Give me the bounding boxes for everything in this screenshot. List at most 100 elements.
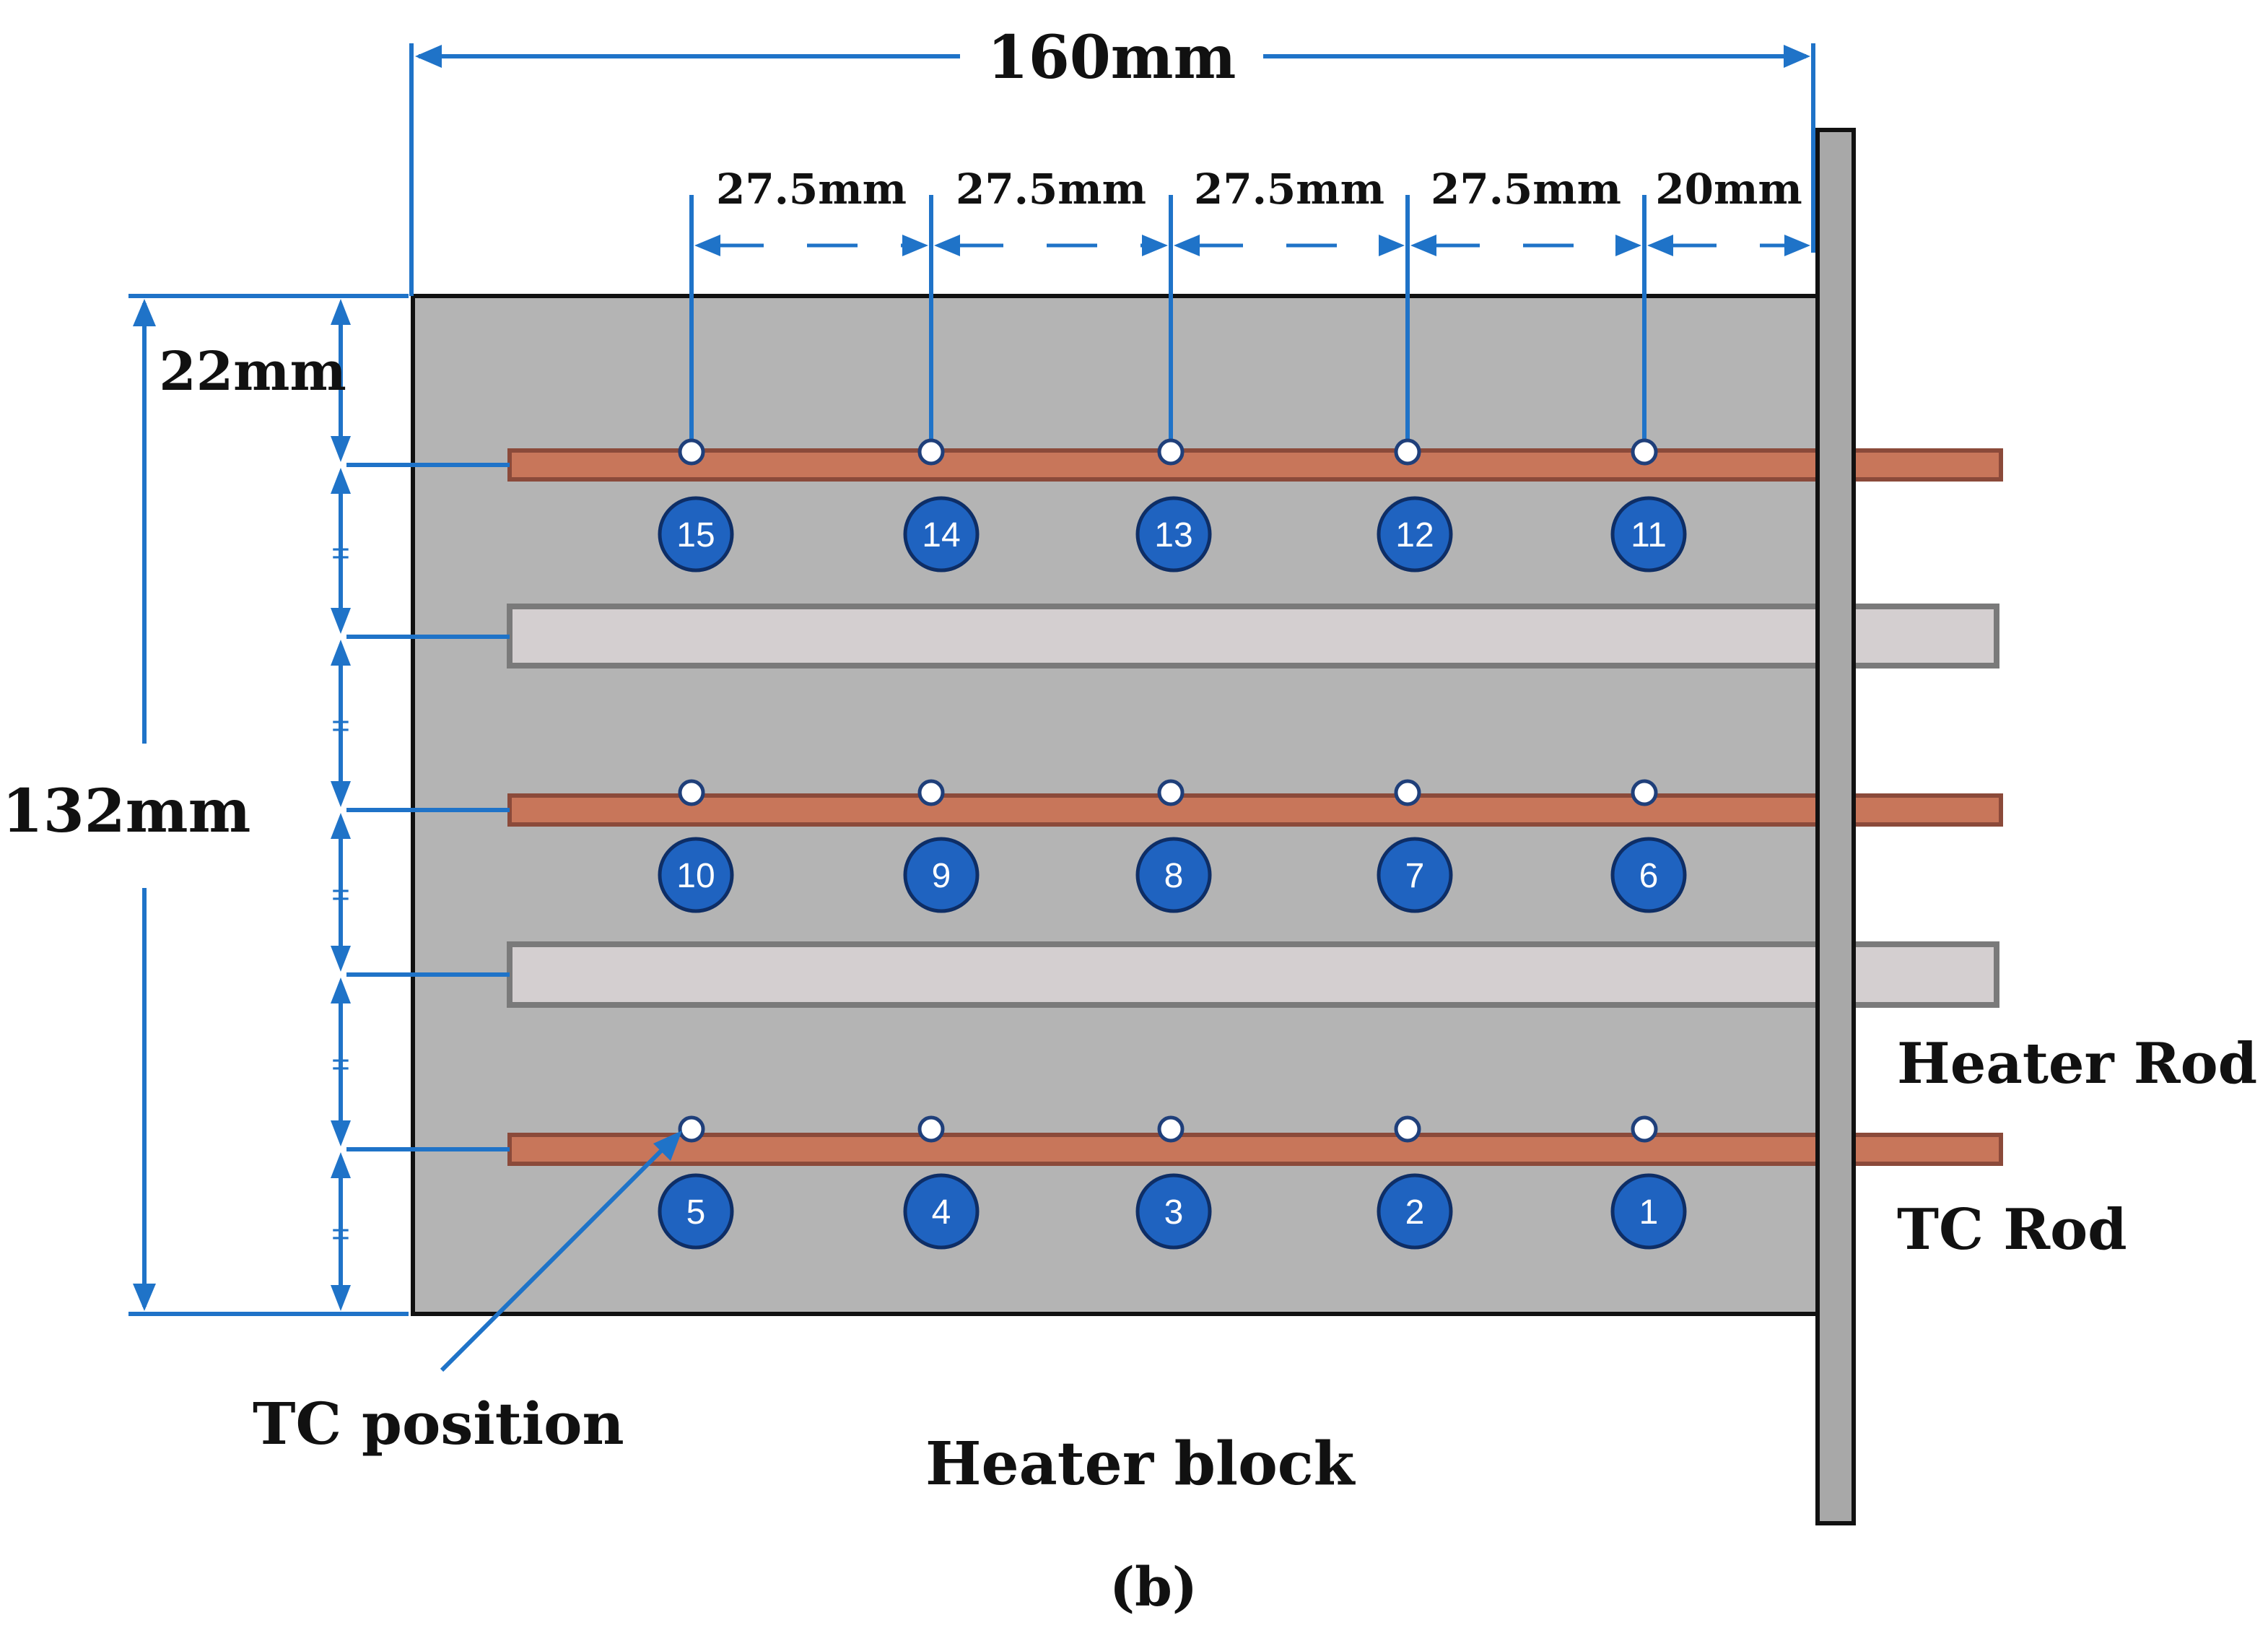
tc-number: 10 xyxy=(676,857,715,895)
tc-badge xyxy=(658,837,734,913)
spacing-arrow-left xyxy=(1174,235,1200,256)
row-spacing-arrow-bottom xyxy=(331,1120,351,1146)
label-heater-block: Heater block xyxy=(925,1429,1356,1499)
spacing-label: 27.5mm xyxy=(956,165,1146,214)
tc-hole xyxy=(678,779,705,806)
row-spacing-arrow-top xyxy=(331,468,351,494)
row-spacing-arrow-bottom xyxy=(331,781,351,807)
spacing-arrow-left xyxy=(934,235,960,256)
tc-marker: 10 xyxy=(658,779,734,913)
tc-marker: 13 xyxy=(1135,438,1212,572)
label-tc-position: TC position xyxy=(253,1390,624,1458)
tc-badge xyxy=(658,1173,734,1250)
tc-hole xyxy=(678,438,705,466)
tc-badge xyxy=(1135,1173,1212,1250)
row-spacing-arrow-bottom xyxy=(331,946,351,972)
tc-badge xyxy=(903,1173,980,1250)
tc-hole xyxy=(917,438,945,466)
dimension-spacings: 27.5mm 27.5mm 27.5mm 27.5mm 20mm xyxy=(694,165,1810,256)
spacing-dimension: 27.5mm xyxy=(1174,165,1405,256)
tc-position-arrow xyxy=(440,1131,682,1372)
row-spacing-arrow-top xyxy=(331,813,351,839)
equal-mark: = xyxy=(331,1047,350,1082)
tc-badge xyxy=(903,496,980,572)
tc-rod-middle xyxy=(507,793,2003,827)
tc-marker: 12 xyxy=(1377,438,1453,572)
tc-hole xyxy=(917,779,945,806)
tc-hole xyxy=(678,1115,705,1143)
row-spacing-dimension xyxy=(331,299,351,462)
tc-marker: 9 xyxy=(903,779,980,913)
tc-number: 13 xyxy=(1154,516,1192,554)
spacing-arrow-right xyxy=(1142,235,1168,256)
tc-number: 6 xyxy=(1639,857,1659,895)
tc-number: 8 xyxy=(1164,857,1184,895)
spacing-label: 27.5mm xyxy=(1194,165,1384,214)
row-spacing-arrow-bottom xyxy=(331,1285,351,1311)
tc-hole xyxy=(1631,438,1658,466)
spacing-dimension: 27.5mm xyxy=(694,165,928,256)
tc-hole xyxy=(1631,1115,1658,1143)
spacing-dimension: 27.5mm xyxy=(1410,165,1641,256)
row-spacing-dimension: = xyxy=(331,977,351,1146)
label-top-offset: 22mm xyxy=(159,341,346,403)
tc-badge xyxy=(1135,837,1212,913)
dimension-row-spacing: ===== xyxy=(331,299,351,1311)
tc-marker: 6 xyxy=(1610,779,1687,913)
tc-number: 4 xyxy=(932,1193,951,1232)
row-spacing-arrow-top xyxy=(331,977,351,1003)
spacing-label: 20mm xyxy=(1655,165,1802,214)
label-total-width: 160mm xyxy=(987,23,1237,92)
tc-badge xyxy=(1377,1173,1453,1250)
tc-marker: 14 xyxy=(903,438,980,572)
row-spacing-arrow-bottom xyxy=(331,608,351,634)
tc-hole xyxy=(1394,438,1421,466)
tc-rod-top xyxy=(507,448,2003,482)
equal-mark: = xyxy=(331,536,350,571)
spacing-dimension: 20mm xyxy=(1647,165,1810,256)
spacing-arrow-right xyxy=(1784,235,1810,256)
dimension-total-height: 132mm xyxy=(2,294,409,1316)
spacing-arrow-left xyxy=(1647,235,1673,256)
tc-badge xyxy=(1610,1173,1687,1250)
equal-mark: = xyxy=(331,708,350,744)
dimension-total-width: 160mm xyxy=(409,23,1815,296)
equal-mark: = xyxy=(331,877,350,913)
spacing-label: 27.5mm xyxy=(1431,165,1621,214)
tc-badge xyxy=(903,837,980,913)
tc-number: 2 xyxy=(1405,1193,1425,1232)
label-heater-rod: Heater Rod xyxy=(1897,1031,2257,1097)
spacing-label: 27.5mm xyxy=(716,165,907,214)
rod-leaders xyxy=(346,463,510,1151)
tc-number: 1 xyxy=(1639,1193,1659,1232)
row-spacing-arrow-top xyxy=(331,1152,351,1178)
tc-marker: 8 xyxy=(1135,779,1212,913)
row-spacing-dimension: = xyxy=(331,813,351,972)
tc-drop-lines xyxy=(689,195,1647,440)
row-spacing-arrow-bottom xyxy=(331,436,351,462)
tc-number: 5 xyxy=(686,1193,706,1232)
tc-marker: 11 xyxy=(1610,438,1687,572)
tc-badge xyxy=(1135,496,1212,572)
tc-number: 14 xyxy=(922,516,960,554)
tc-hole xyxy=(1157,1115,1185,1143)
tc-hole xyxy=(1631,779,1658,806)
tc-marker: 3 xyxy=(1135,1115,1212,1250)
tc-hole xyxy=(1394,1115,1421,1143)
row-spacing-arrow-top xyxy=(331,299,351,325)
label-tc-rod: TC Rod xyxy=(1897,1197,2127,1263)
tc-marker: 4 xyxy=(903,1115,980,1250)
tc-number: 12 xyxy=(1395,516,1434,554)
spacing-arrow-left xyxy=(694,235,720,256)
tc-marker: 2 xyxy=(1377,1115,1453,1250)
end-plate xyxy=(1815,128,1856,1525)
tc-marker: 5 xyxy=(658,1115,734,1250)
spacing-dimension: 27.5mm xyxy=(934,165,1168,256)
tc-badge xyxy=(1610,496,1687,572)
tc-badge xyxy=(1377,496,1453,572)
tc-hole xyxy=(1157,438,1185,466)
heater-rod-upper xyxy=(507,604,1999,669)
tc-badge xyxy=(1377,837,1453,913)
tc-number: 11 xyxy=(1631,516,1667,554)
